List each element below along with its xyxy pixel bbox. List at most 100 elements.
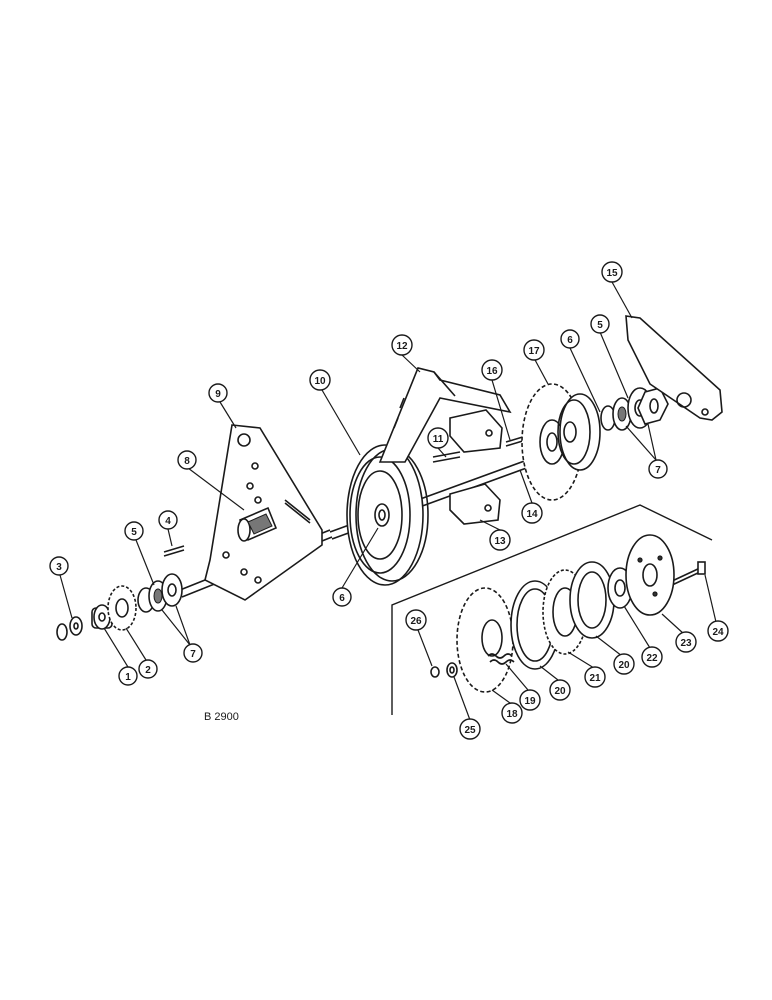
callout-circle (118, 666, 138, 686)
clutch-inset (391, 504, 713, 715)
callout-5-left: 5 (124, 521, 144, 541)
pulley-part-10 (346, 444, 429, 586)
callout-19: 19 (519, 689, 541, 711)
callout-circle (177, 450, 197, 470)
reference-number: B 2900 (204, 711, 239, 723)
callout-23: 23 (675, 631, 697, 653)
callout-label: 16 (486, 366, 498, 377)
callout-label: 12 (396, 341, 408, 352)
callout-label: 24 (712, 627, 724, 638)
callout-2: 2 (138, 659, 158, 679)
callout-label: 5 (597, 320, 603, 331)
callout-circle (601, 261, 623, 283)
bolt-part-24 (669, 561, 706, 587)
callout-6-right: 6 (560, 329, 580, 349)
callout-label: 17 (528, 346, 540, 357)
callout-circle (549, 679, 571, 701)
sprocket-part-2 (107, 585, 137, 631)
callout-8: 8 (177, 450, 197, 470)
callout-16: 16 (481, 359, 503, 381)
callout-21: 21 (584, 666, 606, 688)
callout-circle (519, 689, 541, 711)
callout-label: 11 (433, 434, 444, 445)
washer-part-3 (56, 616, 83, 641)
callout-circle (590, 314, 610, 334)
callout-label: 22 (646, 653, 658, 664)
callout-25: 25 (459, 718, 481, 740)
callouts: 1 2 3 4 5 5 6 6 7 7 8 9 10 11 12 13 14 1… (49, 261, 729, 740)
callout-label: 1 (125, 672, 131, 683)
callout-7-left: 7 (183, 643, 203, 663)
callout-label: 7 (190, 649, 196, 660)
callout-label: 23 (680, 638, 692, 649)
callout-14: 14 (521, 502, 543, 524)
callout-circle (641, 646, 663, 668)
callout-circle (675, 631, 697, 653)
callout-circle (489, 529, 511, 551)
callout-label: 21 (589, 673, 601, 684)
leader-lines (59, 281, 717, 721)
callout-20-a: 20 (549, 679, 571, 701)
callout-circle (613, 653, 635, 675)
callout-4: 4 (158, 510, 178, 530)
callout-circle (521, 502, 543, 524)
callout-circle (481, 359, 503, 381)
cover-part-23 (625, 534, 675, 616)
spring-part-19 (487, 653, 515, 665)
callout-circle (584, 666, 606, 688)
callout-circle (124, 521, 144, 541)
callout-circle (309, 369, 331, 391)
callout-circle (405, 609, 427, 631)
callout-18: 18 (501, 702, 523, 724)
callout-label: 9 (215, 389, 221, 400)
key-part-11 (432, 451, 461, 463)
callout-5-right: 5 (590, 314, 610, 334)
parts-drawing (56, 315, 723, 641)
block-part-13-upper (449, 409, 503, 453)
disc-part-20-b (569, 561, 615, 639)
callout-circle (707, 620, 729, 642)
block-part-13-lower (449, 483, 501, 525)
callout-11: 11 (427, 427, 449, 449)
callout-circle (49, 556, 69, 576)
callout-7-right: 7 (648, 459, 668, 479)
callout-circle (208, 383, 228, 403)
callout-3: 3 (49, 556, 69, 576)
callout-17: 17 (523, 339, 545, 361)
callout-9: 9 (208, 383, 228, 403)
callout-1: 1 (118, 666, 138, 686)
callout-label: 4 (165, 516, 171, 527)
callout-circle (138, 659, 158, 679)
callout-label: 25 (464, 725, 476, 736)
callout-label: 20 (554, 686, 566, 697)
callout-label: 7 (655, 465, 661, 476)
callout-26: 26 (405, 609, 427, 631)
callout-label: 13 (494, 536, 506, 547)
callout-label: 15 (606, 268, 618, 279)
callout-22: 22 (641, 646, 663, 668)
callout-10: 10 (309, 369, 331, 391)
callout-12: 12 (391, 334, 413, 356)
callout-circle (427, 427, 449, 449)
callout-label: 14 (526, 509, 538, 520)
callout-6-left: 6 (332, 587, 352, 607)
callout-15: 15 (601, 261, 623, 283)
callout-circle (332, 587, 352, 607)
callout-circle (183, 643, 203, 663)
callout-13: 13 (489, 529, 511, 551)
callout-label: 19 (524, 696, 536, 707)
callout-label: 26 (410, 616, 422, 627)
callout-circle (560, 329, 580, 349)
sprocket-part-18 (456, 587, 514, 693)
callout-label: 3 (56, 562, 62, 573)
key-part-4 (163, 545, 185, 557)
callout-20-b: 20 (613, 653, 635, 675)
callout-circle (391, 334, 413, 356)
clutch-drum (557, 393, 601, 471)
callout-label: 8 (184, 456, 190, 467)
nut-part-26 (430, 666, 440, 678)
callout-label: 6 (339, 593, 345, 604)
callout-24: 24 (707, 620, 729, 642)
callout-circle (501, 702, 523, 724)
